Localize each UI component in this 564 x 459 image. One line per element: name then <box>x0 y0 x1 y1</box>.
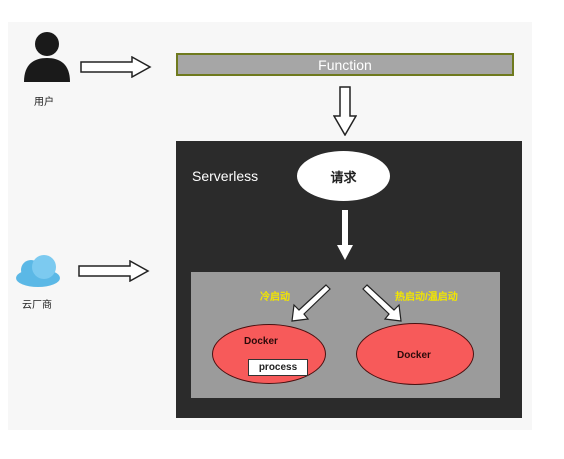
user-icon <box>24 32 70 82</box>
arrow-cold-start <box>291 284 331 322</box>
serverless-title: Serverless <box>192 168 259 184</box>
docker-warm <box>356 323 474 385</box>
cold-start-label: 冷启动 <box>260 292 290 303</box>
cloud-vendor-label: 云厂商 <box>22 300 52 311</box>
arrow-cloud-to-serverless <box>78 260 150 282</box>
request-node: 请求 <box>297 151 390 201</box>
process-box: process <box>248 359 308 376</box>
function-bar: Function <box>176 53 514 76</box>
docker-cold-label: Docker <box>244 336 278 347</box>
user-label: 用户 <box>34 97 54 108</box>
warm-start-label: 热启动/温启动 <box>395 292 458 303</box>
cloud-icon <box>16 255 60 287</box>
arrow-request-down <box>337 210 353 260</box>
arrow-user-to-function <box>80 56 152 78</box>
docker-warm-label: Docker <box>397 350 431 361</box>
arrow-warm-start <box>362 284 402 322</box>
arrow-function-to-serverless <box>333 86 357 136</box>
